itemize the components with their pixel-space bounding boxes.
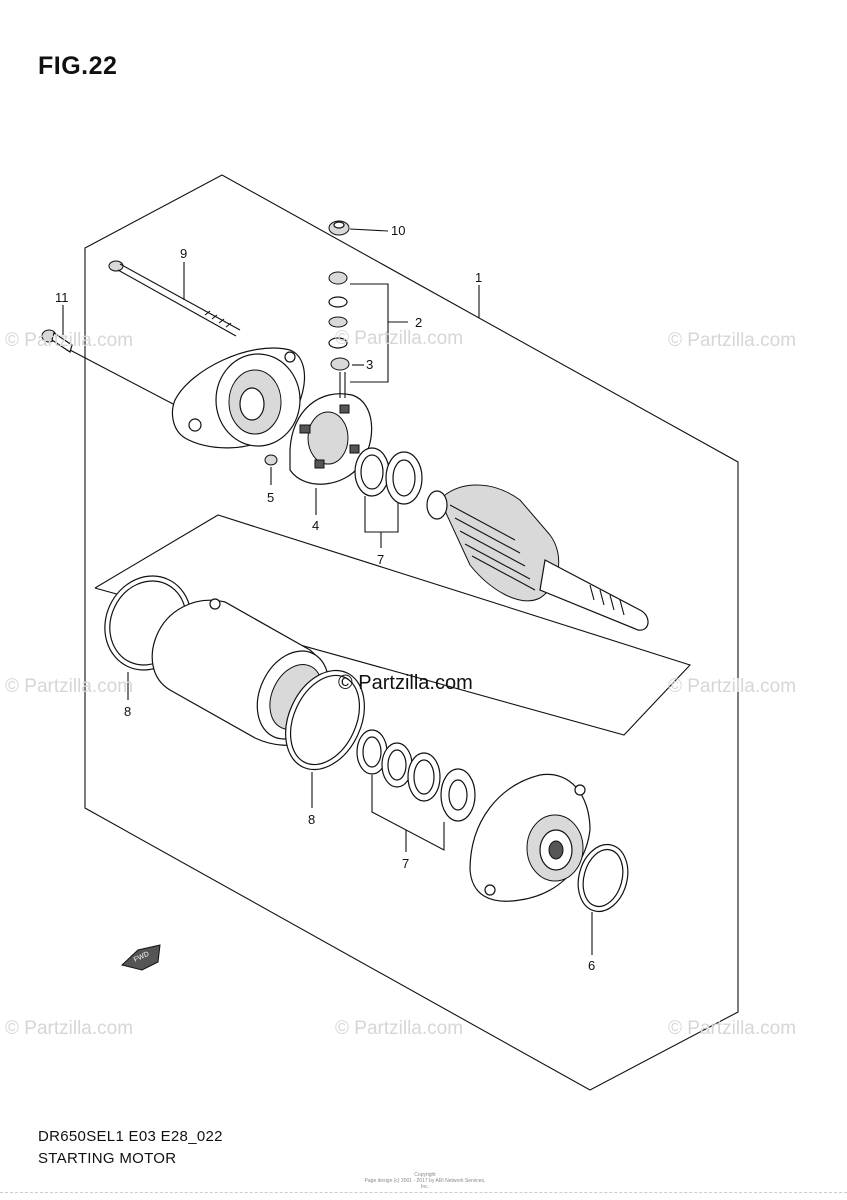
callout-4: 4	[312, 518, 319, 533]
part-o-ring-6	[577, 843, 629, 955]
part-end-cover	[171, 347, 305, 449]
copyright-line2: Page design (c) 2001 - 2017 by ARI Netwo…	[364, 1178, 486, 1190]
callout-1: 1	[475, 270, 482, 285]
watermark: © Partzilla.com	[668, 1018, 797, 1039]
part-brush-holder-4	[289, 393, 373, 515]
part-small-nut-5	[264, 454, 278, 485]
callout-9: 9	[180, 246, 187, 261]
watermark: © Partzilla.com	[335, 1018, 464, 1039]
copyright-line1: Copyright	[414, 1172, 436, 1178]
watermark: © Partzilla.com	[5, 676, 134, 697]
watermark: © Partzilla.com	[668, 676, 797, 697]
callout-7-upper: 7	[377, 552, 384, 567]
watermark-center: © Partzilla.com	[338, 672, 473, 694]
diagram-code: DR650SEL1 E03 E28_022	[38, 1128, 223, 1145]
part-o-ring-8-right	[285, 669, 365, 808]
fwd-arrow-icon: FWD	[120, 944, 161, 971]
diagram-caption: STARTING MOTOR	[38, 1150, 177, 1167]
callout-2: 2	[415, 315, 422, 330]
callout-7-lower: 7	[402, 856, 409, 871]
yoke-frame	[94, 514, 692, 736]
part-washers-7-lower	[356, 729, 476, 852]
callout-8-left: 8	[124, 704, 131, 719]
part-armature	[426, 484, 649, 631]
callout-10: 10	[391, 223, 405, 238]
part-nut-10	[328, 220, 389, 236]
callout-6: 6	[588, 958, 595, 973]
figure-title: FIG.22	[38, 52, 118, 80]
watermark: © Partzilla.com	[5, 330, 134, 351]
part-front-housing	[469, 773, 591, 902]
part-screw-11	[41, 305, 176, 406]
callout-8-right: 8	[308, 812, 315, 827]
copyright-notice: Copyright Page design (c) 2001 - 2017 by…	[360, 1172, 490, 1190]
callout-11: 11	[55, 290, 69, 305]
callout-3: 3	[366, 357, 373, 372]
watermark: © Partzilla.com	[668, 330, 797, 351]
part-washers-7-upper	[354, 447, 423, 548]
part-terminal-stack-2	[328, 271, 408, 398]
watermark: © Partzilla.com	[5, 1018, 134, 1039]
watermark: © Partzilla.com	[335, 328, 464, 349]
assembly-frame	[84, 174, 739, 1091]
bottom-rule	[0, 1192, 847, 1193]
callout-5: 5	[267, 490, 274, 505]
part-long-bolt-9	[108, 260, 241, 337]
